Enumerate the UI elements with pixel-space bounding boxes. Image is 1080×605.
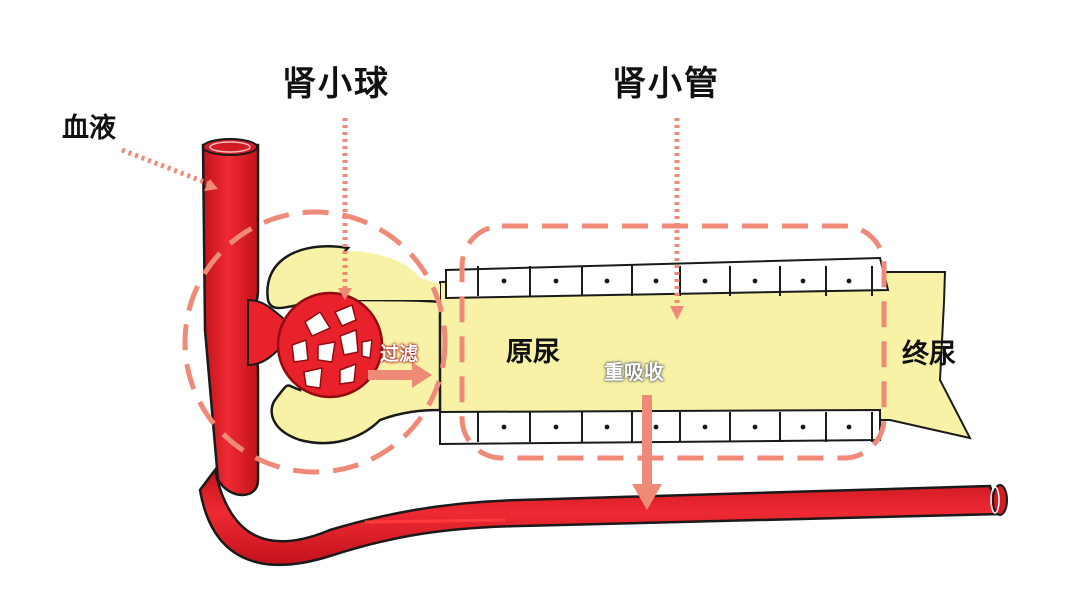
cell-nucleus — [654, 425, 659, 430]
cell-nucleus — [753, 425, 758, 430]
label-primary-urine: 原尿 — [506, 330, 560, 369]
cell-nucleus — [801, 425, 806, 430]
cell-nucleus — [753, 279, 758, 284]
cell-nucleus — [801, 279, 806, 284]
cell-nucleus — [502, 425, 507, 430]
cell-nucleus — [847, 425, 852, 430]
label-glomerulus: 肾小球 — [282, 56, 390, 105]
label-filtration: 过滤 — [380, 339, 418, 366]
cell-nucleus — [554, 425, 559, 430]
label-final-urine: 终尿 — [902, 332, 956, 371]
cell-nucleus — [703, 425, 708, 430]
cell-nucleus — [502, 279, 507, 284]
peritubular-vessel — [200, 470, 1007, 565]
cell-nucleus — [703, 279, 708, 284]
cell-nucleus — [605, 425, 610, 430]
label-reabsorption: 重吸收 — [604, 356, 664, 385]
label-tubule: 肾小管 — [612, 56, 720, 105]
glomerulus — [278, 293, 382, 397]
cell-nucleus — [605, 279, 610, 284]
cell-nucleus — [554, 279, 559, 284]
cell-nucleus — [847, 279, 852, 284]
cell-nucleus — [654, 279, 659, 284]
label-blood: 血液 — [62, 106, 116, 145]
